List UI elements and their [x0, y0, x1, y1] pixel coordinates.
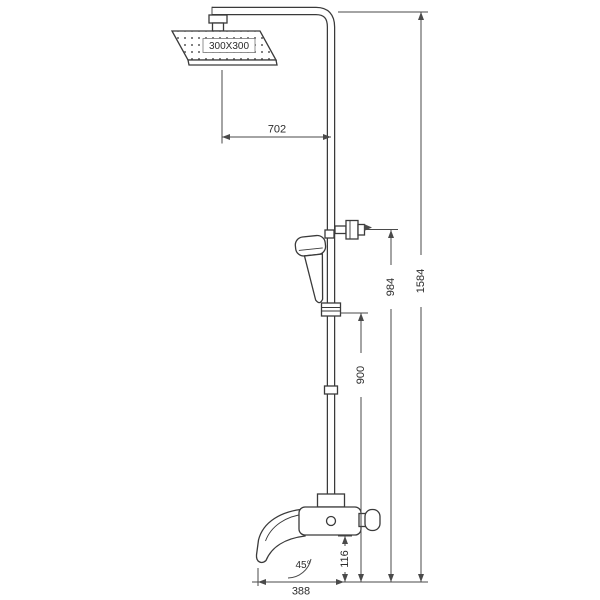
arrowhead-top	[358, 313, 364, 321]
arrowhead-bottom	[358, 574, 364, 582]
dimension-riser-height: 900	[340, 312, 369, 582]
pipe-coupling	[323, 385, 339, 395]
handset-handle	[303, 253, 324, 304]
head-connector-lower	[211, 22, 225, 32]
hand-shower	[294, 229, 335, 304]
arrowhead-top	[388, 230, 394, 238]
label-mask-900	[353, 353, 369, 397]
handset-clip	[324, 229, 335, 239]
dim-1584-label: 1584	[415, 269, 427, 293]
mixer-cartridge-cap	[325, 515, 337, 527]
mixer-top-nut	[316, 493, 346, 508]
holder-cap	[357, 223, 366, 236]
arrowhead-left	[222, 134, 230, 140]
label-mask-984	[383, 265, 399, 309]
tub-spout	[255, 508, 306, 564]
dimension-holder-height: 984	[366, 229, 399, 582]
label-mask-116	[337, 546, 353, 572]
angle-arc	[287, 558, 312, 579]
dimension-total-height: 1584	[338, 11, 429, 582]
rain-shower-head: 300X300	[170, 14, 278, 66]
label-mask-1584	[413, 255, 429, 307]
dimension-spout-drop: 116	[337, 535, 353, 582]
holder-arm	[334, 225, 347, 235]
union-nut	[320, 302, 342, 317]
spout-angle-annotation: 45°	[287, 558, 312, 579]
pipe-fill	[212, 8, 334, 500]
mixer-handle-knob	[364, 508, 381, 532]
dim-116-label: 116	[339, 550, 351, 568]
arrowhead-right	[323, 134, 331, 140]
arrowhead-bottom	[342, 574, 348, 582]
arrowhead-left	[258, 579, 266, 585]
arrowhead-bottom	[388, 574, 394, 582]
dimension-arm-offset: 702	[221, 70, 331, 144]
dim-984-label: 984	[385, 278, 397, 296]
arrowhead-top	[418, 12, 424, 20]
holder-body	[345, 219, 359, 240]
dim-702-label: 702	[268, 124, 286, 136]
riser-and-arm-pipe	[211, 6, 339, 500]
dimension-spout-reach: 388	[252, 568, 428, 598]
head-label-box	[202, 38, 256, 53]
dim-388-label: 388	[292, 586, 310, 598]
head-edge	[187, 59, 278, 66]
handset-face-line	[298, 247, 323, 251]
handset	[294, 234, 327, 304]
handset-head	[294, 234, 327, 257]
arrowhead-top	[342, 536, 348, 544]
head-connector-upper	[208, 14, 228, 24]
mixer-assembly	[255, 493, 381, 564]
angle-label: 45°	[295, 560, 310, 571]
pipe-union	[320, 302, 342, 317]
head-size-label: 300X300	[209, 41, 249, 52]
dim-900-label: 900	[355, 366, 367, 384]
arrowhead-bottom	[418, 574, 424, 582]
arrowhead-right	[336, 579, 344, 585]
